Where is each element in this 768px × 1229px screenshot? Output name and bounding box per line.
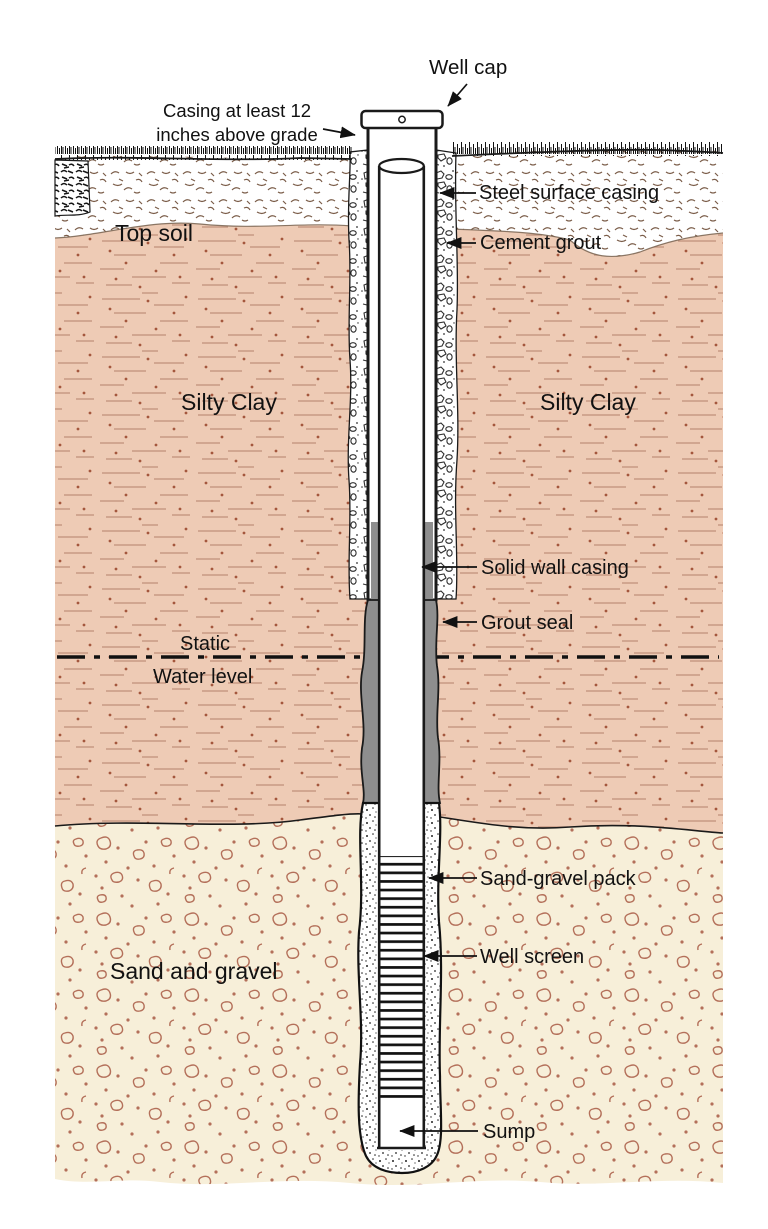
- well-screen-label: Well screen: [480, 946, 585, 968]
- silty-clay-label-left: Silty Clay: [181, 389, 277, 415]
- well-cap-label: Well cap: [429, 56, 508, 79]
- static-water-level-label-line1: Static: [180, 633, 231, 655]
- casing-note-arrow: [322, 126, 356, 139]
- casing-walls: [377, 166, 426, 1150]
- cement-grout-column-right: [435, 149, 459, 600]
- dark-soil-patch: [54, 159, 91, 217]
- casing-note-line1: Casing at least 12: [162, 100, 312, 121]
- top-soil-label: Top soil: [115, 220, 193, 246]
- grout-seal-label: Grout seal: [481, 612, 574, 634]
- grass-left: [55, 146, 352, 160]
- well-cap-arrow: [447, 83, 468, 107]
- silty-clay-label-right: Silty Clay: [540, 389, 636, 415]
- well-screen-slots: [379, 856, 424, 1103]
- casing-note-label: Casing at least 12 inches above grade: [148, 99, 326, 146]
- inner-casing-top: [378, 157, 425, 175]
- surface-line-left: [54, 156, 353, 161]
- casing-note-line2: inches above grade: [156, 123, 318, 145]
- cement-grout-column-left: [347, 149, 369, 600]
- well-structure: [347, 109, 459, 1175]
- sand-gravel-pack-label: Sand-gravel pack: [480, 868, 636, 890]
- steel-surface-casing-label: Steel surface casing: [479, 182, 660, 204]
- sand-and-gravel-label: Sand and gravel: [110, 958, 278, 984]
- ground-surface: [54, 142, 724, 161]
- callout-arrows: [322, 83, 478, 1137]
- sump-label: Sump: [483, 1121, 536, 1143]
- static-water-level-label-line2: Water level: [153, 666, 253, 688]
- topsoil-layer-left: [55, 155, 352, 238]
- solid-wall-casing-label: Solid wall casing: [481, 557, 629, 579]
- cement-grout-label: Cement grout: [480, 232, 602, 254]
- topsoil-layer-right: [452, 148, 723, 257]
- well-cap-bolt: [398, 115, 406, 124]
- topsoil-clay-boundary: [54, 222, 724, 258]
- surface-line-right: [451, 148, 724, 157]
